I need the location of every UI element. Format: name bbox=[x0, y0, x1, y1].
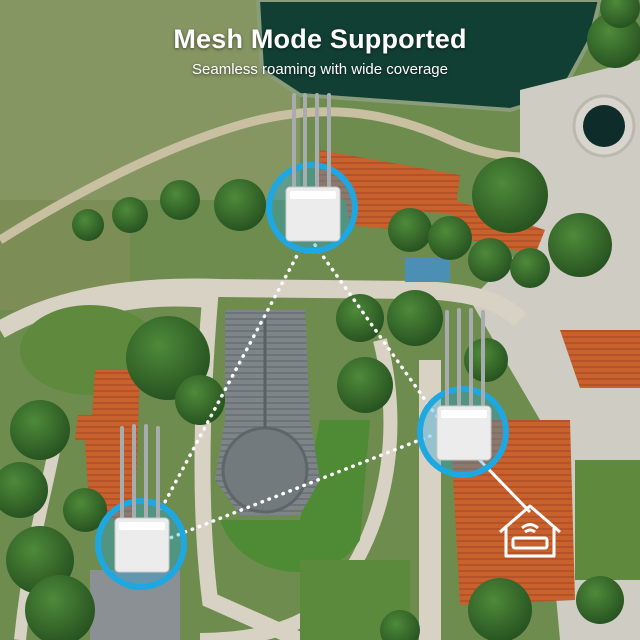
device-panel bbox=[119, 522, 165, 530]
mesh-links bbox=[148, 243, 450, 540]
router-device-icon bbox=[436, 405, 492, 461]
link-top-right bbox=[313, 243, 450, 434]
router-device-icon bbox=[114, 517, 170, 573]
page-subtitle: Seamless roaming with wide coverage bbox=[192, 61, 448, 78]
device-panel bbox=[441, 410, 487, 418]
antenna-array bbox=[120, 424, 160, 522]
antenna-array bbox=[292, 93, 331, 187]
blue-shed bbox=[405, 258, 450, 282]
fountain-water bbox=[583, 105, 625, 147]
wifi-icon bbox=[521, 523, 539, 534]
mesh-node-top bbox=[266, 93, 358, 254]
path-loop bbox=[0, 278, 527, 338]
router-device-icon bbox=[285, 186, 341, 242]
lawn-right bbox=[575, 460, 640, 580]
church-dome bbox=[221, 426, 309, 514]
building-right-annex bbox=[560, 330, 640, 388]
device-panel bbox=[290, 191, 336, 199]
link-top-bottomleft bbox=[148, 248, 302, 532]
dry-field-top-left bbox=[0, 0, 300, 200]
lawn-center bbox=[220, 420, 370, 573]
antenna-array bbox=[445, 308, 485, 410]
page-title: Mesh Mode Supported bbox=[173, 24, 467, 54]
mesh-node-right bbox=[417, 308, 509, 478]
mesh-node-bottom-left bbox=[95, 424, 187, 590]
building-right-lodge bbox=[450, 420, 575, 605]
home-router-icon bbox=[499, 504, 561, 558]
link-right-bottomleft bbox=[168, 434, 432, 540]
